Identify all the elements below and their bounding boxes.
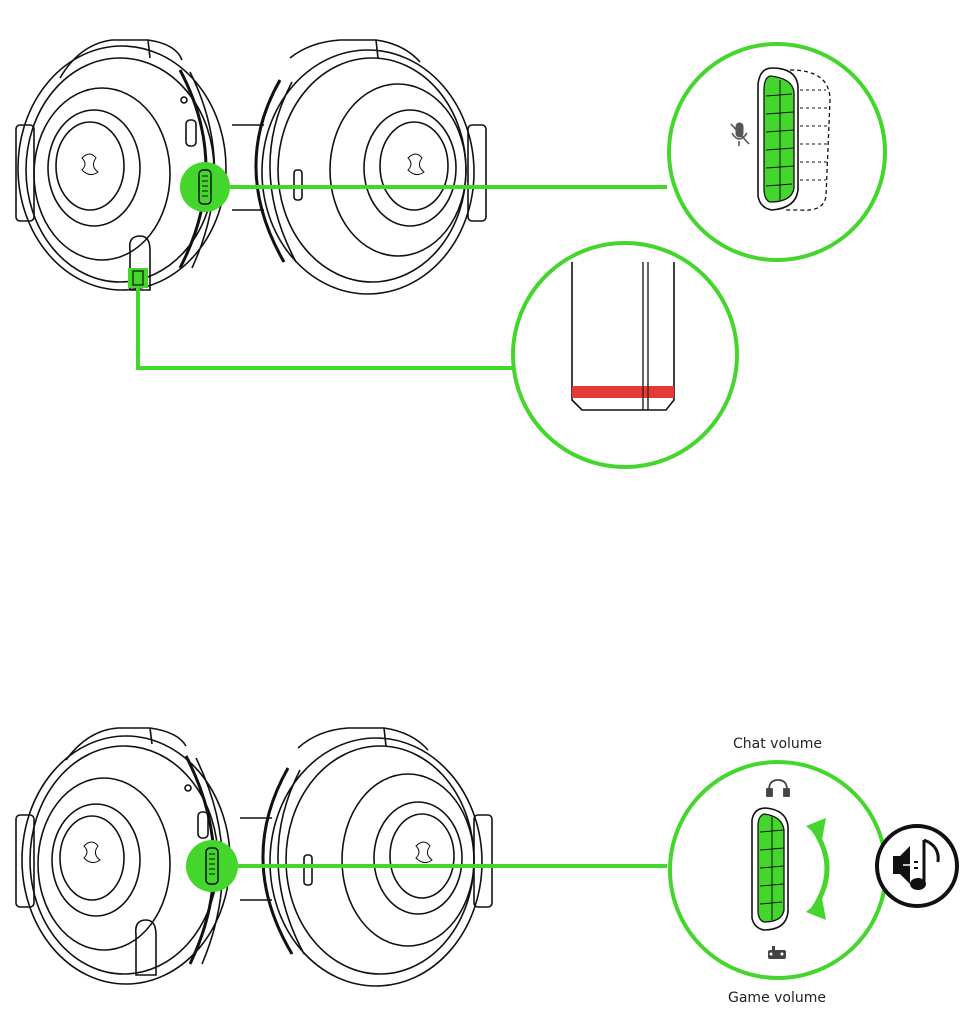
chat-volume-label: Chat volume (733, 736, 822, 752)
razer-logo-right (416, 842, 432, 863)
mic-mute-slider-callout (180, 44, 885, 260)
razer-logo-right (408, 154, 424, 175)
razer-logo-left (84, 842, 100, 863)
volume-dial-callout (186, 762, 957, 978)
game-volume-label: Game volume (728, 990, 826, 1006)
red-indicator-band (572, 386, 674, 398)
right-ear-cup (256, 40, 486, 294)
connector-line (138, 288, 512, 368)
headset-top-view (16, 40, 486, 294)
speaker-music-note-icon (877, 826, 957, 906)
razer-logo-left (82, 154, 98, 175)
mic-boom-callout (128, 243, 737, 467)
headset-bottom-view (16, 728, 492, 986)
zoom-circle-boom (513, 243, 737, 467)
right-ear-cup (263, 728, 492, 986)
